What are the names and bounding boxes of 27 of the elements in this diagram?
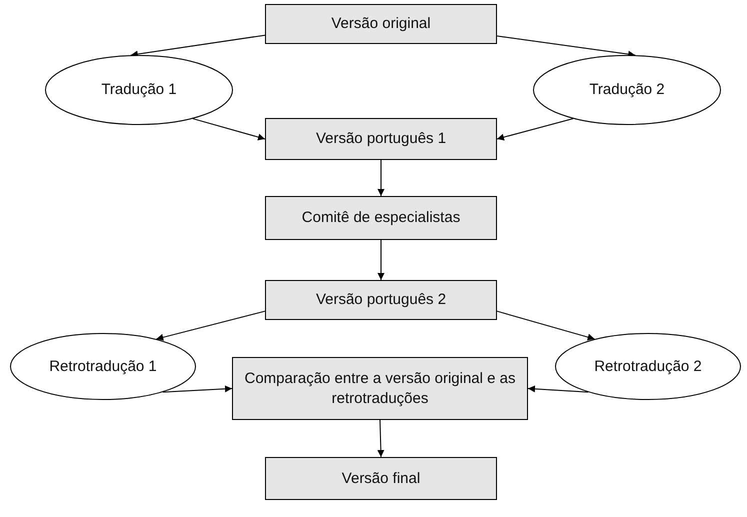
node-label: Retrotradução 1 [48,356,158,376]
process-box [232,357,528,420]
process-box [265,280,497,320]
node-label: Comitê de especialistas [300,208,462,228]
node-label: Versão português 1 [314,129,448,149]
node-label: Tradução 2 [588,80,666,100]
arrow [162,385,232,393]
arrow [496,310,596,340]
node-label: Comparação entre a versão original e as retrotraduções [244,369,516,408]
process-box [265,4,497,44]
arrow [377,420,384,458]
arrow [130,34,266,58]
arrow [528,385,589,393]
arrow [192,118,266,140]
node-label: Tradução 1 [100,80,178,100]
arrow [496,36,636,58]
node-label: Versão original [330,14,432,34]
arrow [378,160,384,196]
node-label: Versão português 2 [314,290,448,310]
node-label: Versão final [340,468,422,488]
arrow [156,310,266,341]
process-box [265,196,497,240]
node-label: Retrotradução 2 [593,356,703,376]
process-box [265,118,497,160]
process-box [265,457,497,500]
arrow [496,118,574,141]
arrow [378,240,384,280]
